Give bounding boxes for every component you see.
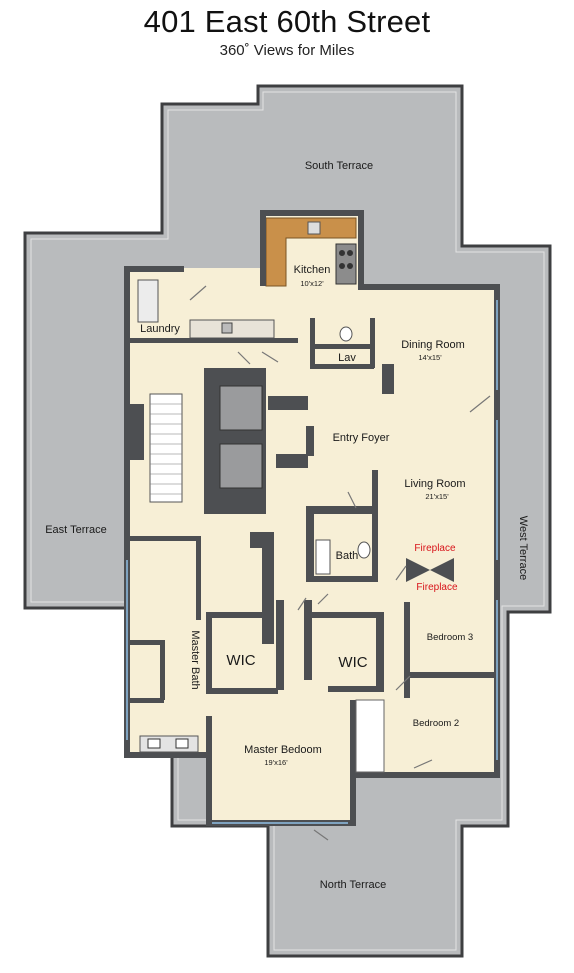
wic-right-label: WIC: [338, 654, 367, 671]
page-subtitle: 360˚ Views for Miles: [219, 42, 355, 59]
kitchen-sink: [307, 221, 321, 235]
bedroom-3-label: Bedroom 3: [427, 632, 473, 643]
lav-label: Lav: [338, 352, 356, 364]
windows: [126, 300, 498, 824]
door-swings: [189, 285, 491, 841]
laundry-machine: [137, 279, 159, 323]
page-title: 401 East 60th Street: [143, 4, 431, 39]
dining-room-label: Dining Room: [401, 339, 465, 351]
kitchen-range: [335, 243, 357, 285]
master-bath-sink: [147, 738, 161, 749]
living-room-dims: 21'x15': [425, 492, 449, 501]
kitchen-label: Kitchen: [294, 264, 331, 276]
lav-toilet: [339, 326, 353, 342]
dining-room-dims: 14'x15': [418, 353, 442, 362]
fireplace-label-bottom: Fireplace: [416, 582, 458, 593]
east-terrace-label: East Terrace: [45, 524, 107, 536]
bedroom-2-label: Bedroom 2: [413, 718, 459, 729]
stair: [149, 393, 183, 503]
bath-tub: [315, 539, 331, 575]
stair-treads: [150, 403, 182, 495]
fireplace-icon: [406, 558, 454, 582]
range-burner: [339, 250, 345, 256]
kitchen-dims: 10'x12': [300, 279, 324, 288]
range-burner: [347, 250, 353, 256]
range-burner: [339, 263, 345, 269]
entry-foyer-label: Entry Foyer: [333, 432, 390, 444]
master-bedroom-label: Master Bedoom: [244, 744, 322, 756]
master-bedroom-dims: 19'x16': [264, 758, 288, 767]
range-burner: [347, 263, 353, 269]
north-terrace-label: North Terrace: [320, 879, 386, 891]
fireplace-label-top: Fireplace: [414, 543, 456, 554]
elevator-cab: [219, 443, 263, 489]
master-bath-label: Master Bath: [189, 630, 201, 689]
west-terrace-label: West Terrace: [517, 516, 529, 580]
bath-label: Bath: [336, 550, 359, 562]
laundry-label: Laundry: [140, 323, 180, 335]
laundry-sink: [221, 322, 233, 334]
terrace-inner-edge: [30, 91, 545, 951]
bath-toilet: [357, 541, 371, 559]
master-closet-unit: [355, 699, 385, 773]
wic-left-label: WIC: [226, 652, 255, 669]
south-terrace-label: South Terrace: [305, 160, 373, 172]
master-bath-sink: [175, 738, 189, 749]
elevator-cab: [219, 385, 263, 431]
living-room-label: Living Room: [404, 478, 465, 490]
